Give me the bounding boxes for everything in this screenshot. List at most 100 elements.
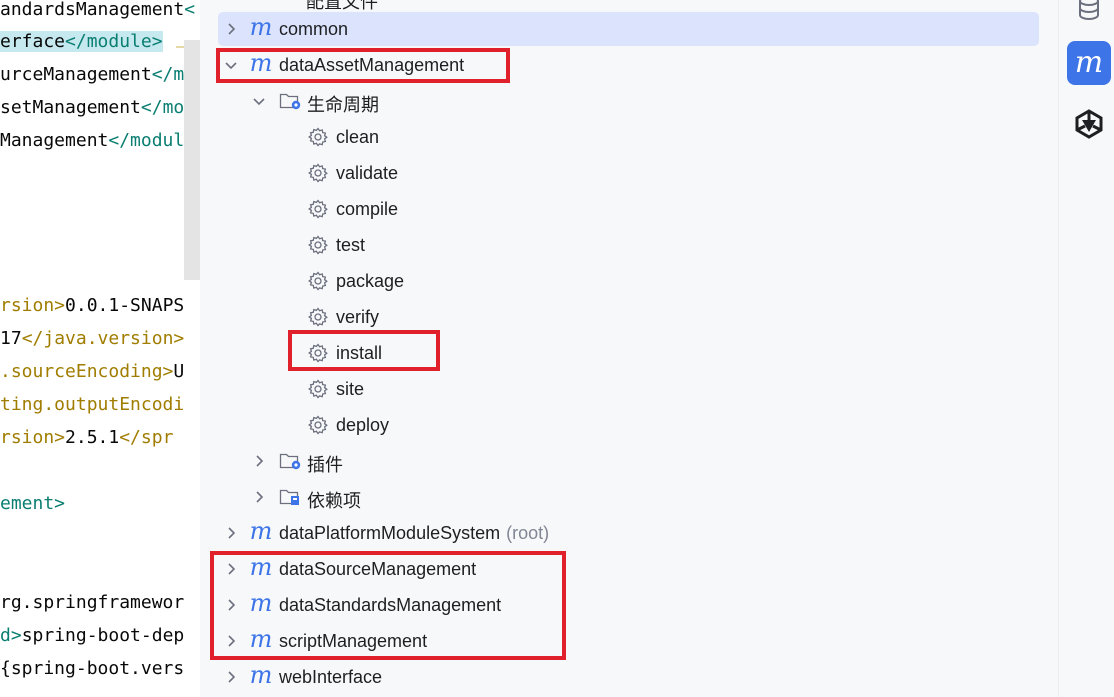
code-token: spring-boot-dep bbox=[21, 625, 185, 646]
tree-row-config-files[interactable]: 配置文件 bbox=[200, 0, 1058, 14]
tree-item-label: dataStandardsManagement bbox=[279, 595, 502, 615]
tree-row-module[interactable]: m dataStandardsManagement bbox=[200, 588, 1058, 622]
tree-row-phase-deploy[interactable]: deploy bbox=[200, 408, 1058, 442]
tree-row-plugins[interactable]: 插件 bbox=[200, 444, 1058, 478]
tree-row-phase-package[interactable]: package bbox=[200, 264, 1058, 298]
code-line: erface</module> bbox=[0, 28, 163, 56]
code-token: </modul bbox=[108, 130, 185, 151]
gear-icon bbox=[308, 235, 328, 255]
plugins-folder-icon bbox=[279, 451, 303, 471]
tree-row-module[interactable]: m scriptManagement bbox=[200, 624, 1058, 658]
code-line: Management</modul bbox=[0, 127, 184, 155]
chevron-right-icon[interactable] bbox=[252, 454, 266, 468]
lifecycle-folder-icon bbox=[279, 91, 303, 111]
code-token: rsion> bbox=[0, 427, 66, 448]
maven-module-icon: m bbox=[249, 517, 273, 545]
tree-row-module[interactable]: m dataSourceManagement bbox=[200, 552, 1058, 586]
right-toolbar: m bbox=[1058, 0, 1114, 697]
code-line: d>spring-boot-dep bbox=[0, 622, 184, 650]
gear-icon bbox=[308, 343, 328, 363]
tree-item-label: compile bbox=[336, 199, 399, 219]
code-token: </spr bbox=[119, 427, 174, 448]
chevron-right-icon[interactable] bbox=[224, 670, 238, 684]
code-line: {spring-boot.vers bbox=[0, 655, 184, 683]
code-token: </module> bbox=[65, 31, 163, 52]
chevron-right-icon[interactable] bbox=[224, 598, 238, 612]
highlight-box-install bbox=[288, 330, 440, 371]
code-token: {spring-boot.vers bbox=[0, 658, 185, 679]
tree-row-phase-compile[interactable]: compile bbox=[200, 192, 1058, 226]
tree-item-label: site bbox=[336, 379, 365, 399]
tree-row-phase-test[interactable]: test bbox=[200, 228, 1058, 262]
code-token: rg.springframewor bbox=[0, 592, 185, 613]
tree-item-label: scriptManagement bbox=[279, 631, 428, 651]
code-token: </java.version> bbox=[21, 328, 185, 349]
chevron-right-icon[interactable] bbox=[224, 22, 238, 36]
chevron-down-icon[interactable] bbox=[224, 58, 238, 72]
gear-icon bbox=[308, 163, 328, 183]
gear-icon bbox=[308, 379, 328, 399]
tree-row-phase-site[interactable]: site bbox=[200, 372, 1058, 406]
tree-item-label: package bbox=[336, 271, 405, 291]
maven-icon[interactable]: m bbox=[1067, 41, 1111, 85]
maven-module-icon: m bbox=[249, 589, 273, 617]
tree-item-label: 依赖项 bbox=[307, 491, 361, 511]
tree-row-phase-verify[interactable]: verify bbox=[200, 300, 1058, 334]
code-token: rsion> bbox=[0, 295, 66, 316]
chevron-right-icon[interactable] bbox=[252, 490, 266, 504]
tree-row-phase-validate[interactable]: validate bbox=[200, 156, 1058, 190]
code-token: ement> bbox=[0, 493, 66, 514]
tree-item-label: clean bbox=[336, 127, 380, 147]
tree-row-phase-install[interactable]: install bbox=[200, 336, 1058, 370]
tree-item-label: install bbox=[336, 343, 383, 363]
ai-assistant-icon[interactable] bbox=[1067, 102, 1111, 146]
maven-module-icon: m bbox=[249, 625, 273, 653]
code-line: rg.springframewor bbox=[0, 589, 184, 617]
tree-item-label: deploy bbox=[336, 415, 390, 435]
code-token: < bbox=[184, 0, 196, 20]
gear-icon bbox=[308, 199, 328, 219]
maven-module-icon: m bbox=[249, 661, 273, 689]
module-name-text: dataPlatformModuleSystem bbox=[279, 523, 501, 543]
code-line: rsion>0.0.1-SNAPS bbox=[0, 292, 184, 320]
selection-highlight bbox=[218, 12, 1039, 46]
code-line: andardsManagement< bbox=[0, 0, 195, 24]
tree-item-label: dataPlatformModuleSystem(root) bbox=[279, 523, 549, 544]
tree-row-module[interactable]: m dataAssetManagement bbox=[200, 48, 1058, 82]
code-line: rsion>2.5.1</spr bbox=[0, 424, 173, 452]
code-token: andardsManagement bbox=[0, 0, 185, 20]
code-line: .sourceEncoding>U bbox=[0, 358, 184, 386]
tree-item-label: dataSourceManagement bbox=[279, 559, 477, 579]
code-editor[interactable]: andardsManagement< erface</module> urceMan… bbox=[0, 0, 200, 697]
code-token: d> bbox=[0, 625, 22, 646]
maven-module-icon: m bbox=[249, 49, 273, 77]
gear-icon bbox=[308, 307, 328, 327]
highlight-box-dataassetmanagement bbox=[216, 48, 510, 83]
chevron-down-icon[interactable] bbox=[252, 94, 266, 108]
tree-row-module[interactable]: m dataPlatformModuleSystem(root) bbox=[200, 516, 1058, 550]
tree-row-phase-clean[interactable]: clean bbox=[200, 120, 1058, 154]
code-token: urceManagement bbox=[0, 64, 152, 85]
code-token: ting.outputEncodi bbox=[0, 394, 185, 415]
code-line: 17</java.version> bbox=[0, 325, 184, 353]
code-token: Management bbox=[0, 130, 109, 151]
tree-row-lifecycle[interactable]: 生命周期 bbox=[200, 84, 1058, 118]
chevron-right-icon[interactable] bbox=[224, 526, 238, 540]
editor-scrollbar-thumb[interactable] bbox=[184, 40, 200, 280]
gear-icon bbox=[308, 415, 328, 435]
maven-module-icon: m bbox=[249, 553, 273, 581]
tree-item-label: test bbox=[336, 235, 366, 255]
chevron-right-icon[interactable] bbox=[224, 634, 238, 648]
tree-item-label: dataAssetManagement bbox=[279, 55, 465, 75]
gear-icon bbox=[308, 271, 328, 291]
code-token: </mo bbox=[140, 97, 185, 118]
tree-item-label: 插件 bbox=[307, 455, 343, 475]
tree-item-label: 生命周期 bbox=[307, 95, 379, 115]
tree-row-dependencies[interactable]: 依赖项 bbox=[200, 480, 1058, 514]
database-icon[interactable] bbox=[1067, 0, 1111, 30]
code-token: 0.0.1-SNAPS bbox=[65, 295, 185, 316]
chevron-right-icon[interactable] bbox=[224, 562, 238, 576]
code-token: 2.5.1 bbox=[65, 427, 120, 448]
